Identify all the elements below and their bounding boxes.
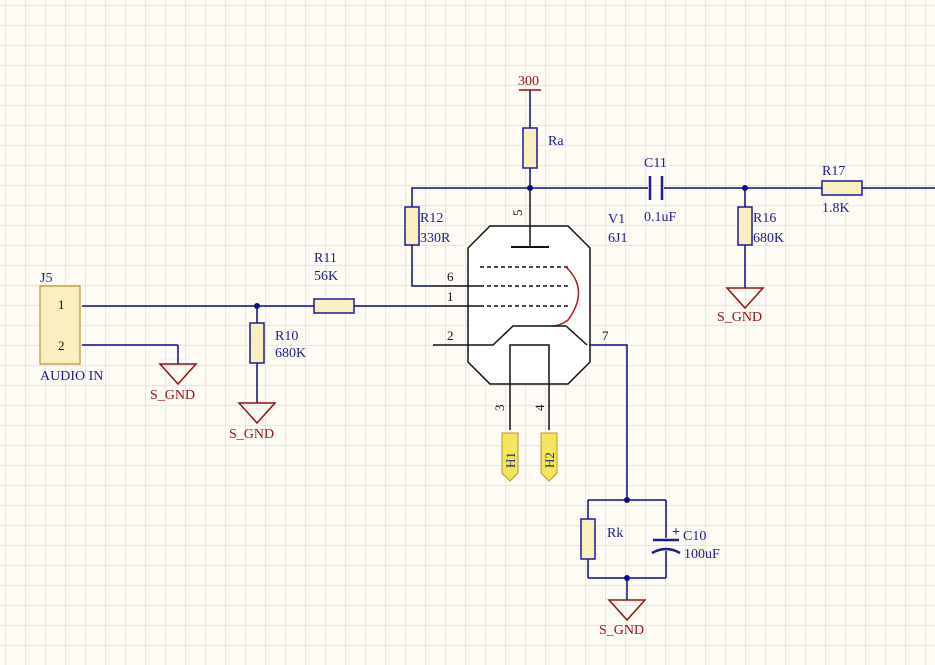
capacitor-c10-plate-bottom [651,547,681,555]
ground-icon [725,287,765,310]
tube-v1-value: 6J1 [608,231,627,246]
ground-icon [158,363,198,386]
connector-j5-body [39,285,81,365]
ground-icon [607,599,647,622]
tube-v1-pin4-label: 4 [532,404,547,411]
wire-cathode [587,344,628,500]
power-port-label: 300 [518,74,539,89]
tube-v1[interactable]: 5 6 1 2 7 3 4 V1 6J1 [432,188,627,430]
connector-j5-comment: AUDIO IN [40,369,103,384]
resistor-ra-body [522,127,538,169]
resistor-r16-value: 680K [753,231,784,246]
resistor-r10-body [249,322,265,364]
resistor-r11-designator: R11 [314,251,337,266]
tube-v1-pin6-label: 6 [447,269,454,284]
resistor-r11-body [313,298,355,314]
resistor-r10-value: 680K [275,346,306,361]
resistor-r17-designator: R17 [822,164,845,179]
ground-label: S_GND [717,310,762,325]
port-h1[interactable]: H1 [501,432,519,482]
ground-symbol-r16[interactable]: S_GND [717,287,765,325]
ground-symbol-cathode[interactable]: S_GND [599,599,647,638]
port-h1-shape [501,432,519,482]
resistor-r10[interactable]: R10 680K [249,322,306,364]
capacitor-c11-value: 0.1uF [644,210,677,225]
resistor-rk-designator: Rk [607,526,623,541]
port-h2-label: H2 [542,452,557,468]
ground-icon [237,402,277,425]
capacitor-c11-designator: C11 [644,156,667,171]
resistor-rk[interactable]: Rk [580,518,623,560]
capacitor-c10[interactable]: + C10 100uF [651,525,720,562]
connector-j5[interactable]: 1 2 J5 AUDIO IN [39,271,103,384]
connector-j5-designator: J5 [40,271,52,286]
ground-symbol-j5[interactable]: S_GND [150,363,198,403]
resistor-r16-body [737,206,753,246]
resistor-ra[interactable]: Ra [522,127,564,169]
port-h2-shape [540,432,558,482]
tube-v1-pin1-label: 1 [447,289,454,304]
ground-label: S_GND [599,623,644,638]
connector-j5-pin1-label: 1 [58,297,65,312]
tube-v1-pin5-label: 5 [510,210,525,217]
junction-dot [742,185,748,191]
capacitor-c10-polarity: + [672,525,680,540]
ground-label: S_GND [150,388,195,403]
junction-dot [624,497,630,503]
junction-dot [254,303,260,309]
resistor-r12-value: 330R [420,231,451,246]
resistor-ra-designator: Ra [548,134,564,149]
ground-label: S_GND [229,427,274,442]
resistor-r17-body [821,180,863,196]
power-port-300[interactable]: 300 [518,74,541,91]
resistor-r16[interactable]: R16 680K [737,206,784,246]
port-h2[interactable]: H2 [540,432,558,482]
tube-v1-heater [509,344,550,430]
tube-v1-pin7-label: 7 [602,328,609,343]
resistor-r16-designator: R16 [753,211,776,226]
resistor-r17-value: 1.8K [822,201,850,216]
resistor-r10-designator: R10 [275,329,298,344]
connector-j5-pin2-label: 2 [58,338,65,353]
junction-dot [624,575,630,581]
resistor-r12-body [404,206,420,246]
capacitor-c11[interactable]: C11 0.1uF [644,156,677,225]
capacitor-c10-designator: C10 [683,529,706,544]
tube-v1-designator: V1 [608,212,625,227]
resistor-r12-designator: R12 [420,211,443,226]
wire-r12-loop [411,245,432,287]
resistor-r11[interactable]: R11 56K [313,251,355,314]
tube-v1-cathode [433,325,588,346]
tube-v1-pin3-label: 3 [492,405,507,412]
resistor-r12[interactable]: R12 330R [404,206,451,246]
tube-v1-envelope [467,225,591,385]
resistor-r17[interactable]: R17 1.8K [821,164,863,216]
wire-r12-top [411,187,530,207]
tube-v1-pin2-label: 2 [447,328,454,343]
port-h1-label: H1 [503,452,518,468]
resistor-r11-value: 56K [314,269,338,284]
capacitor-c10-value: 100uF [684,547,720,562]
resistor-rk-body [580,518,596,560]
ground-symbol-r10[interactable]: S_GND [229,402,277,442]
